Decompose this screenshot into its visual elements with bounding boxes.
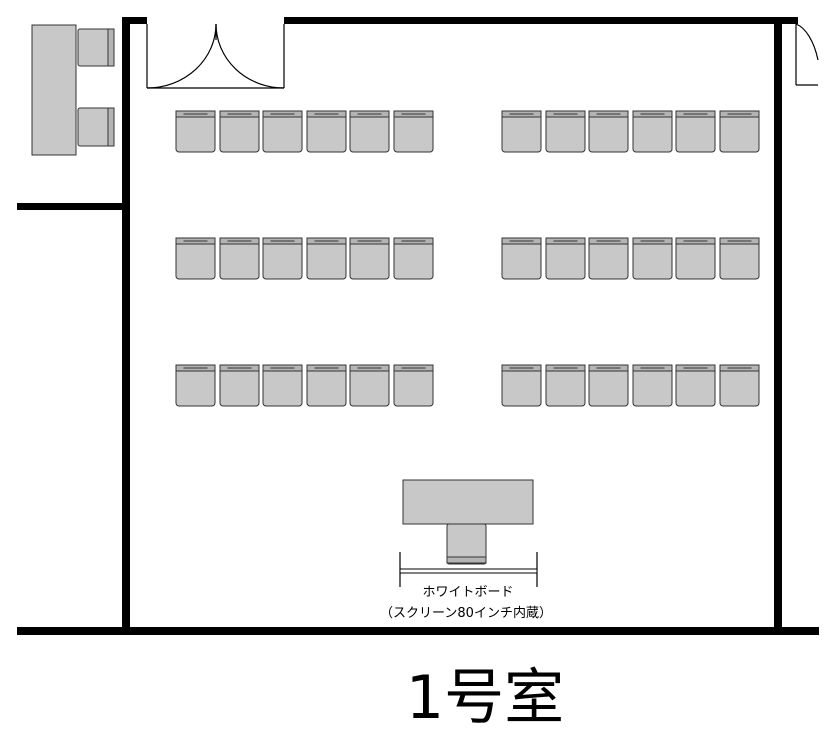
seat [719,237,760,280]
seat [393,237,434,280]
seat [262,237,303,280]
walls [17,17,819,635]
seat [306,364,347,407]
seat [219,237,260,280]
seat [545,110,586,153]
seat [545,237,586,280]
seat [719,110,760,153]
seat [175,364,216,407]
seating-area [175,110,760,407]
wall-bottom [17,627,819,635]
wall-corridor-left [17,203,129,210]
seat [349,364,390,407]
whiteboard-label: ホワイトボード [422,585,513,600]
wall-top-right [284,17,798,24]
seat [393,364,434,407]
outside-desk-group [31,24,115,156]
seat [675,364,716,407]
seat [349,237,390,280]
seat [219,110,260,153]
seat [675,110,716,153]
room-title: 1号室 [406,663,564,733]
seat [588,110,629,153]
seat [175,237,216,280]
seat [219,364,260,407]
seat [306,110,347,153]
seat [632,364,673,407]
wall-right [774,17,782,634]
seat [349,110,390,153]
seat [262,110,303,153]
seat [501,110,542,153]
seat [545,364,586,407]
seat [632,110,673,153]
seat [675,237,716,280]
seat [175,110,216,153]
lectern-group [402,479,534,565]
outside-chair [77,107,115,147]
seat [393,110,434,153]
seat [501,364,542,407]
side-door [795,23,819,86]
seat [588,237,629,280]
seat [588,364,629,407]
seat [632,237,673,280]
lectern-chair [446,523,487,565]
whiteboard: ホワイトボード （スクリーン80インチ内蔵） [380,552,552,621]
outside-chair [77,28,115,67]
whiteboard-sublabel: （スクリーン80インチ内蔵） [380,605,552,621]
lectern-desk [402,479,534,525]
seat [306,237,347,280]
seat [719,364,760,407]
double-door [146,23,285,89]
wall-top-left [122,17,147,24]
seat [501,237,542,280]
seat [262,364,303,407]
wall-left [122,18,130,634]
outside-desk [31,24,77,156]
